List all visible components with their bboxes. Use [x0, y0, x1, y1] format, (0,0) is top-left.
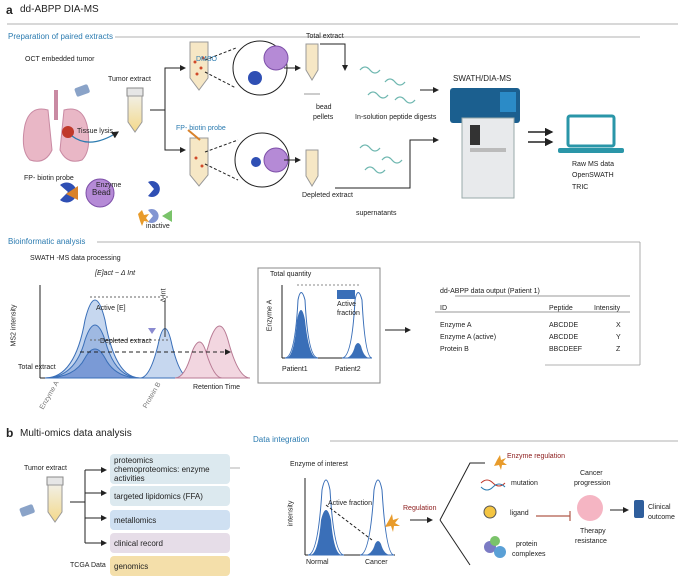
fp-probe-label: FP- biotin probe — [176, 125, 226, 132]
row1-intensity: X — [616, 322, 621, 329]
col-peptide: Peptide — [549, 305, 573, 312]
mass-spectrometer-icon — [450, 88, 520, 199]
row3-intensity: Z — [616, 346, 621, 353]
enzyme-regulation-label: Enzyme regulation — [507, 453, 565, 460]
tumor-extract-label: Tumor extract — [108, 76, 151, 83]
supernatants-label: supernatants — [356, 210, 397, 217]
panel-b-letter: b — [6, 426, 14, 440]
peptide-icons — [359, 66, 416, 174]
output-title: dd-ABPP data output (Patient 1) — [440, 288, 540, 295]
delta-int-label: Δ Int — [160, 288, 168, 303]
depleted-label: Depleted extract — [100, 338, 151, 345]
total-qty-label: Total quantity — [270, 271, 312, 278]
bead-icon — [263, 45, 289, 71]
lungs-icon — [22, 90, 90, 162]
row2-intensity: Y — [616, 334, 621, 341]
ms2-label: MS2 intensity — [10, 304, 18, 347]
legend-bead-label: Bead — [92, 188, 111, 197]
row2-peptide: ABCDDE — [549, 334, 579, 341]
oct-block-icon — [74, 84, 90, 97]
row3-peptide: BBCDEEF — [549, 346, 583, 353]
legend-inactive-label: inactive — [146, 223, 170, 230]
swath-proc-label: SWATH -MS data processing — [30, 255, 121, 262]
cancer-prog-label-1: Cancer — [580, 470, 603, 477]
complexes-label: complexes — [512, 551, 546, 558]
panel-a-letter: a — [6, 3, 13, 17]
dmso-tube-icon — [189, 41, 209, 91]
tumor-cell-icon — [577, 495, 603, 521]
pellets-label: pellets — [313, 114, 334, 121]
row1-peptide: ABCDDE — [549, 322, 579, 329]
integration-label: Data integration — [253, 435, 310, 444]
panel-b-title: Multi-omics data analysis — [20, 428, 132, 439]
active-fraction-label: Active fraction — [328, 500, 372, 507]
clinical-label-1: Clinical — [648, 504, 671, 511]
tissue-lysis-label: Tissue lysis — [77, 128, 113, 135]
tumor-tube-icon — [126, 87, 144, 133]
depleted-extract-label: Depleted extract — [302, 192, 353, 199]
omics-clinical: clinical record — [110, 533, 230, 553]
total-extract-tube-icon — [305, 43, 319, 81]
active-label: Active — [337, 301, 357, 308]
regulation-label: Regulation — [403, 505, 437, 512]
total-label: Total extract — [18, 364, 56, 371]
oct-label: OCT embedded tumor — [25, 56, 95, 63]
section-bioinf: Bioinformatic analysis — [8, 237, 86, 246]
legend-probe-label: FP- biotin probe — [24, 175, 74, 182]
cancer-prog-label-2: progression — [574, 480, 611, 487]
legend-enzyme-label: Enzyme — [96, 182, 122, 189]
tric-label: TRIC — [572, 184, 589, 191]
col-id: ID — [440, 305, 447, 312]
rt-label: Retention Time — [193, 384, 241, 391]
row3-id: Protein B — [440, 346, 469, 353]
dmso-label: DMSO — [196, 56, 217, 63]
enzyme-icon — [248, 71, 262, 85]
enzyme-interest-label: Enzyme of interest — [290, 461, 348, 468]
medicine-icon — [634, 500, 644, 518]
peak-shifted — [139, 328, 191, 379]
active-e-label: Active [E] — [96, 305, 126, 312]
omics-proteomics: proteomics chemoproteomics: enzyme activ… — [110, 454, 230, 484]
peak-total-extract — [44, 299, 141, 379]
normal-label: Normal — [306, 559, 329, 566]
section-prep: Preparation of paired extracts — [8, 32, 113, 41]
insolution-label: In-solution peptide digests — [355, 114, 437, 121]
depleted-tube-icon — [305, 149, 319, 187]
cancer-label: Cancer — [365, 559, 388, 566]
row2-id: Enzyme A (active) — [440, 334, 497, 341]
fp-tube-icon — [187, 129, 209, 187]
row1-id: Enzyme A — [440, 322, 472, 329]
fraction-label: fraction — [337, 310, 360, 317]
therapy-label-2: resistance — [575, 538, 607, 545]
enzyme-a-y-label: Enzyme A — [266, 299, 274, 332]
patient1-label: Patient1 — [282, 366, 308, 373]
laptop-icon — [558, 114, 624, 153]
swath-label: SWATH/DIA-MS — [453, 74, 512, 83]
col-intensity: Intensity — [594, 305, 621, 312]
tcga-label: TCGA Data — [70, 562, 106, 569]
therapy-label-1: Therapy — [580, 528, 606, 535]
bead-label: bead — [316, 104, 332, 111]
intensity-axis-label: intensity — [287, 500, 295, 527]
total-extract-label: Total extract — [306, 33, 344, 40]
panel-a-title: dd-ABPP DIA-MS — [20, 4, 99, 15]
b-tumor-tube-icon — [19, 476, 64, 523]
patient2-label: Patient2 — [335, 366, 361, 373]
mutation-label: mutation — [511, 480, 538, 487]
ligand-label: ligand — [510, 510, 529, 517]
clinical-label-2: outcome — [648, 514, 675, 521]
omics-genomics: genomics — [110, 556, 230, 576]
openswath-label: OpenSWATH — [572, 172, 614, 179]
b-tumor-extract-label: Tumor extract — [24, 465, 67, 472]
omics-lipidomics: targeted lipidomics (FFA) — [110, 486, 230, 506]
protein-label: protein — [516, 541, 538, 548]
raw-ms-label: Raw MS data — [572, 161, 615, 168]
omics-metallomics: metallomics — [110, 510, 230, 530]
formula-label: [E]act ~ Δ Int — [95, 270, 136, 277]
